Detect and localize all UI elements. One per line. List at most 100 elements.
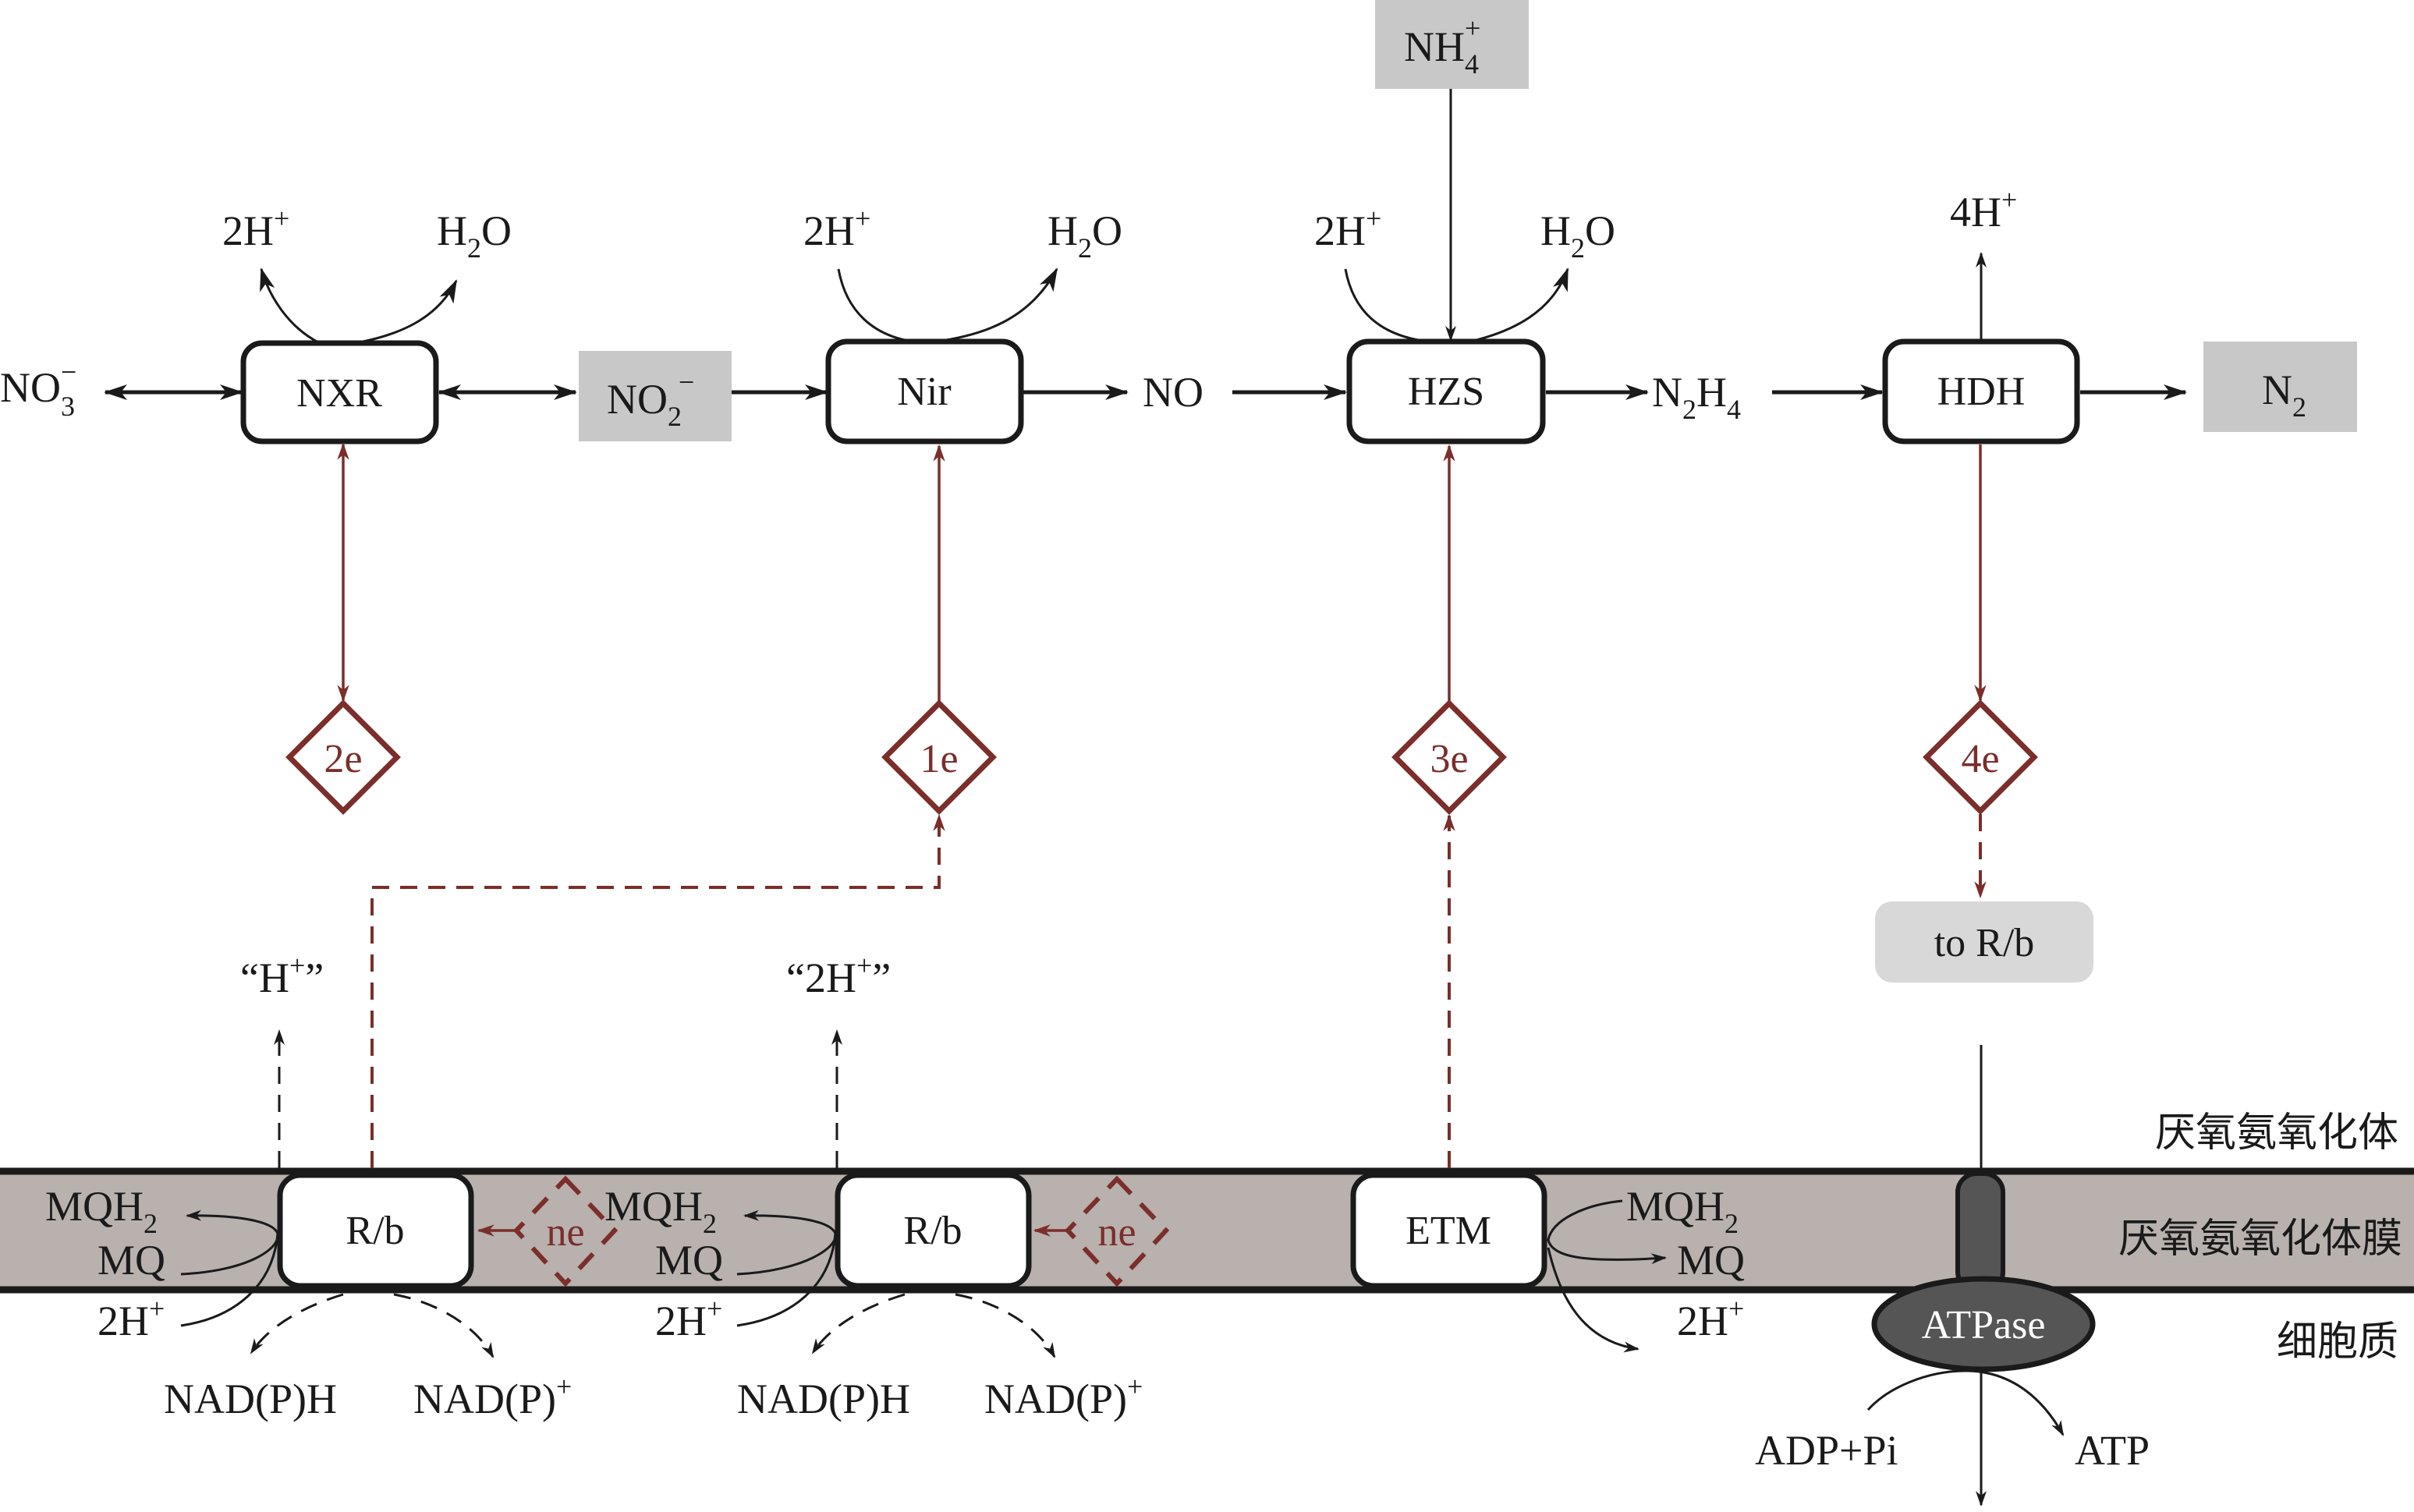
electron-diamond-1e: 1e	[881, 699, 997, 815]
atpase-complex[interactable]: ATPase	[1866, 1045, 2096, 1507]
electron-pool-ne-1: ne	[477, 1175, 619, 1287]
ne1-dashed-diamond	[512, 1175, 619, 1287]
rb1-nadph-arrow	[250, 1293, 344, 1354]
diamond-3e	[1391, 699, 1507, 815]
to-rb-background	[1875, 901, 2093, 983]
rb2-box	[835, 1172, 1032, 1289]
ne2-dashed-diamond	[1064, 1175, 1170, 1287]
no3-label: NO3−	[0, 356, 76, 422]
diamond-1e	[881, 699, 997, 815]
rb1-cyto-proton-line	[180, 1233, 279, 1327]
anammoxosome-label: 厌氧氨氧化体	[2155, 1110, 2398, 1156]
rb-complex-1[interactable]: R/b	[277, 1172, 474, 1289]
atp-label: ATP	[2075, 1427, 2150, 1474]
mqh2-label-1: MQH2	[45, 1183, 158, 1239]
enzyme-hdh[interactable]: HDH	[1882, 338, 2080, 444]
rb1-to-nir-dashed-path	[370, 813, 945, 1168]
nir-proton-line	[837, 268, 913, 343]
mq-label-1: MQ	[97, 1237, 165, 1284]
rb1-label: R/b	[346, 1209, 404, 1253]
n2h4-label: N2H4	[1652, 369, 1741, 425]
enzyme-hzs[interactable]: HZS	[1346, 338, 1546, 444]
label-3e: 3e	[1430, 737, 1468, 781]
cyto-proton-label-1: 2H+	[97, 1293, 165, 1344]
nadp-label-2: NAD(P)+	[984, 1371, 1143, 1422]
nxr-label: NXR	[296, 371, 382, 416]
electron-diamond-2e: 2e	[285, 699, 401, 815]
nxr-water-arrow	[354, 279, 458, 345]
etm-label: ETM	[1406, 1209, 1491, 1253]
proton-label-2: “2H+”	[786, 950, 891, 1001]
diamond-4e	[1923, 699, 2038, 815]
label-1e: 1e	[920, 737, 958, 781]
enzyme-nxr[interactable]: NXR	[240, 340, 439, 444]
nir-label: Nir	[897, 370, 951, 414]
nitrite-box: NO2−	[579, 351, 732, 441]
cyto-proton-label-3: 2H+	[1677, 1293, 1744, 1344]
mqh2-label-3: MQH2	[1626, 1183, 1739, 1239]
etm-mq-arrow	[1547, 1199, 1667, 1265]
rb2-nadph-arrow	[811, 1293, 906, 1354]
hdh-proton-label: 4H+	[1950, 184, 2017, 235]
hzs-proton-line	[1344, 268, 1428, 343]
nxr-box	[240, 340, 439, 444]
proton-label-1: “H+”	[240, 950, 324, 1001]
no2-box	[579, 351, 732, 441]
adp-label: ADP+Pi	[1755, 1427, 1898, 1474]
to-rb-label: to R/b	[1934, 921, 2035, 965]
nir-proton-label: 2H+	[803, 203, 870, 254]
nadph-label-1: NAD(P)H	[164, 1376, 337, 1422]
electron-diamond-4e: 4e	[1923, 699, 2038, 815]
atp-synthesis-arrow	[1866, 1369, 2065, 1436]
no-label: NO	[1143, 369, 1203, 416]
enzyme-nir[interactable]: Nir	[825, 338, 1024, 444]
n2-box	[2203, 342, 2357, 432]
n2-label: N2	[2262, 366, 2306, 423]
hzs-proton-label: 2H+	[1314, 203, 1381, 254]
ne1-label: ne	[546, 1210, 584, 1255]
label-4e: 4e	[1961, 737, 1999, 781]
mq-label-3: MQ	[1677, 1237, 1745, 1284]
label-2e: 2e	[324, 737, 362, 781]
electron-diamond-3e: 3e	[1391, 699, 1507, 815]
nxr-proton-label: 2H+	[222, 203, 289, 254]
electron-pool-ne-2: ne	[1033, 1175, 1170, 1287]
etm-cyto-proton-arrow	[1547, 1247, 1639, 1353]
nadph-label-2: NAD(P)H	[737, 1376, 910, 1422]
atpase-label: ATPase	[1922, 1303, 2046, 1347]
nadp-label-1: NAD(P)+	[413, 1371, 572, 1422]
hzs-label: HZS	[1408, 370, 1484, 414]
rb2-cyto-proton-line	[736, 1233, 837, 1327]
etm-complex[interactable]: ETM	[1350, 1172, 1547, 1289]
mq-label-2: MQ	[655, 1237, 723, 1284]
nir-water-label: H2O	[1047, 207, 1122, 264]
rb-complex-2[interactable]: R/b	[835, 1172, 1032, 1289]
hzs-box	[1346, 338, 1546, 444]
ammonium-box: NH4+	[1375, 0, 1529, 89]
hzs-water-arrow	[1469, 267, 1569, 343]
atpase-stalk	[1955, 1171, 2005, 1293]
no2-label: NO2−	[607, 366, 694, 432]
rb1-nadp-arrow	[393, 1293, 494, 1358]
nir-box	[825, 338, 1024, 444]
membrane-label: 厌氧氨氧化体膜	[2118, 1216, 2402, 1262]
nir-water-arrow	[935, 267, 1058, 343]
nh4-box	[1375, 0, 1529, 89]
nxr-proton-arrow	[260, 267, 321, 345]
mqh2-label-2: MQH2	[604, 1183, 717, 1239]
rb2-nadp-arrow	[955, 1293, 1056, 1358]
atpase-head	[1871, 1276, 2096, 1372]
nh4-label: NH4+	[1404, 12, 1480, 80]
cyto-proton-label-2: 2H+	[655, 1293, 722, 1344]
hdh-label: HDH	[1937, 370, 2026, 414]
hzs-water-label: H2O	[1540, 207, 1615, 264]
cytoplasm-label: 细胞质	[2277, 1319, 2398, 1365]
to-rb-box: to R/b	[1875, 901, 2093, 983]
ne2-label: ne	[1097, 1210, 1136, 1255]
nitrogen-box: N2	[2203, 342, 2357, 432]
nxr-water-label: H2O	[437, 207, 512, 264]
diamond-2e	[285, 699, 401, 815]
etm-box	[1350, 1172, 1547, 1289]
rb1-box	[277, 1172, 474, 1289]
